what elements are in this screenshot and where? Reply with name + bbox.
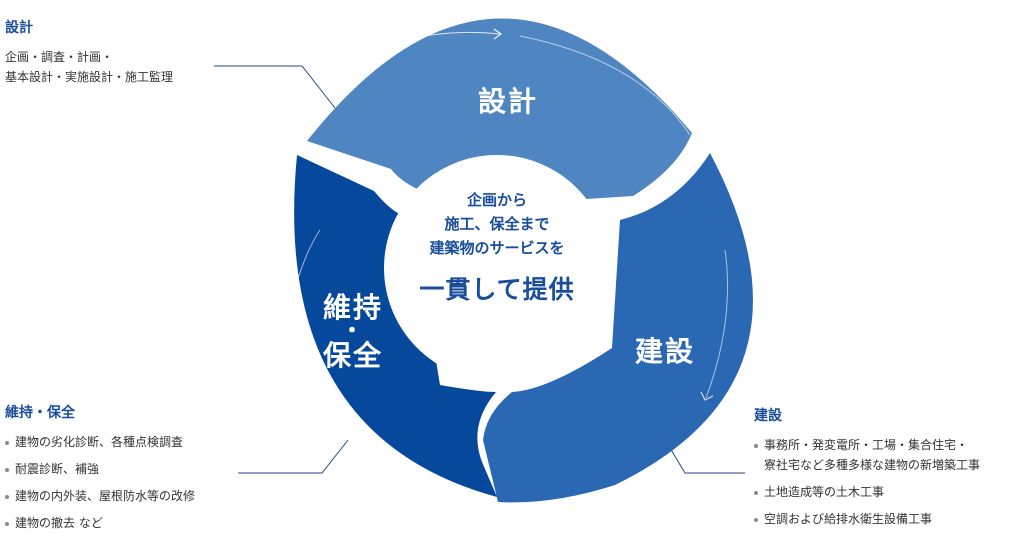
ring-segment-maintenance [294, 155, 497, 497]
leader-line-design [214, 65, 336, 109]
list-item: 事務所・発変電所・工場・集合住宅・ 寮社宅など多種多様な建物の新増築工事 [754, 435, 1014, 475]
list-item: 土地造成等の土木工事 [754, 482, 1014, 502]
ring-segment-construction [483, 153, 753, 503]
construction-panel-title: 建設 [754, 408, 782, 424]
flow-arrow-maintenance-head [283, 309, 296, 319]
construction-list: 事務所・発変電所・工場・集合住宅・ 寮社宅など多種多様な建物の新増築工事 土地造… [754, 435, 1014, 529]
center-line-4: 一貫して提供 [419, 275, 575, 304]
flow-arrow-maintenance [287, 229, 321, 319]
flow-arrow-design-tail [519, 35, 691, 136]
center-text: 企画から 施工、保全まで 建築物のサービスを 一貫して提供 [397, 188, 597, 314]
design-panel-line-2: 基本設計・実施設計・施工監理 [5, 70, 174, 84]
design-panel-line-1: 企画・調査・計画・ [5, 50, 114, 64]
ring-label-construction: 建設 [634, 335, 695, 368]
ring-label-maintenance-line1: 維持 [322, 291, 383, 324]
list-item: 建物の劣化診断、各種点検調査 [5, 432, 265, 452]
center-line-1: 企画から [466, 191, 527, 209]
center-circle [384, 155, 610, 381]
list-item: 耐震診断、補強 [5, 459, 265, 479]
construction-panel: 建設 事務所・発変電所・工場・集合住宅・ 寮社宅など多種多様な建物の新増築工事 … [754, 405, 1014, 536]
center-line-3: 建築物のサービスを [429, 239, 565, 257]
list-item: 建物の内外装、屋根防水等の改修 [5, 486, 265, 506]
ring-label-design: 設計 [477, 85, 538, 118]
flow-arrow-design-head [493, 28, 503, 40]
flow-arrow-construction [705, 249, 729, 399]
maintenance-list: 建物の劣化診断、各種点検調査 耐震診断、補強 建物の内外装、屋根防水等の改修 建… [5, 432, 265, 533]
list-item: 空調および給排水衛生設備工事 [754, 509, 1014, 529]
design-panel: 設計 企画・調査・計画・ 基本設計・実施設計・施工監理 [5, 17, 245, 87]
maintenance-panel-title: 維持・保全 [5, 405, 75, 421]
design-panel-title: 設計 [5, 20, 33, 36]
ring-label-maintenance-dot: ・ [340, 319, 365, 344]
leader-line-maintenance [238, 439, 349, 474]
list-item: 建物の撤去 など [5, 513, 265, 533]
flow-arrow-construction-head [700, 391, 714, 401]
ring-label-maintenance: 維持 ・ 保全 [313, 292, 393, 372]
leader-line-construction [666, 442, 745, 474]
ring-label-maintenance-line2: 保全 [322, 339, 383, 372]
flow-arrow-design [349, 31, 501, 59]
maintenance-panel: 維持・保全 建物の劣化診断、各種点検調査 耐震診断、補強 建物の内外装、屋根防水… [5, 402, 265, 540]
center-line-2: 施工、保全まで [444, 215, 550, 233]
ring-segment-design [307, 18, 692, 206]
